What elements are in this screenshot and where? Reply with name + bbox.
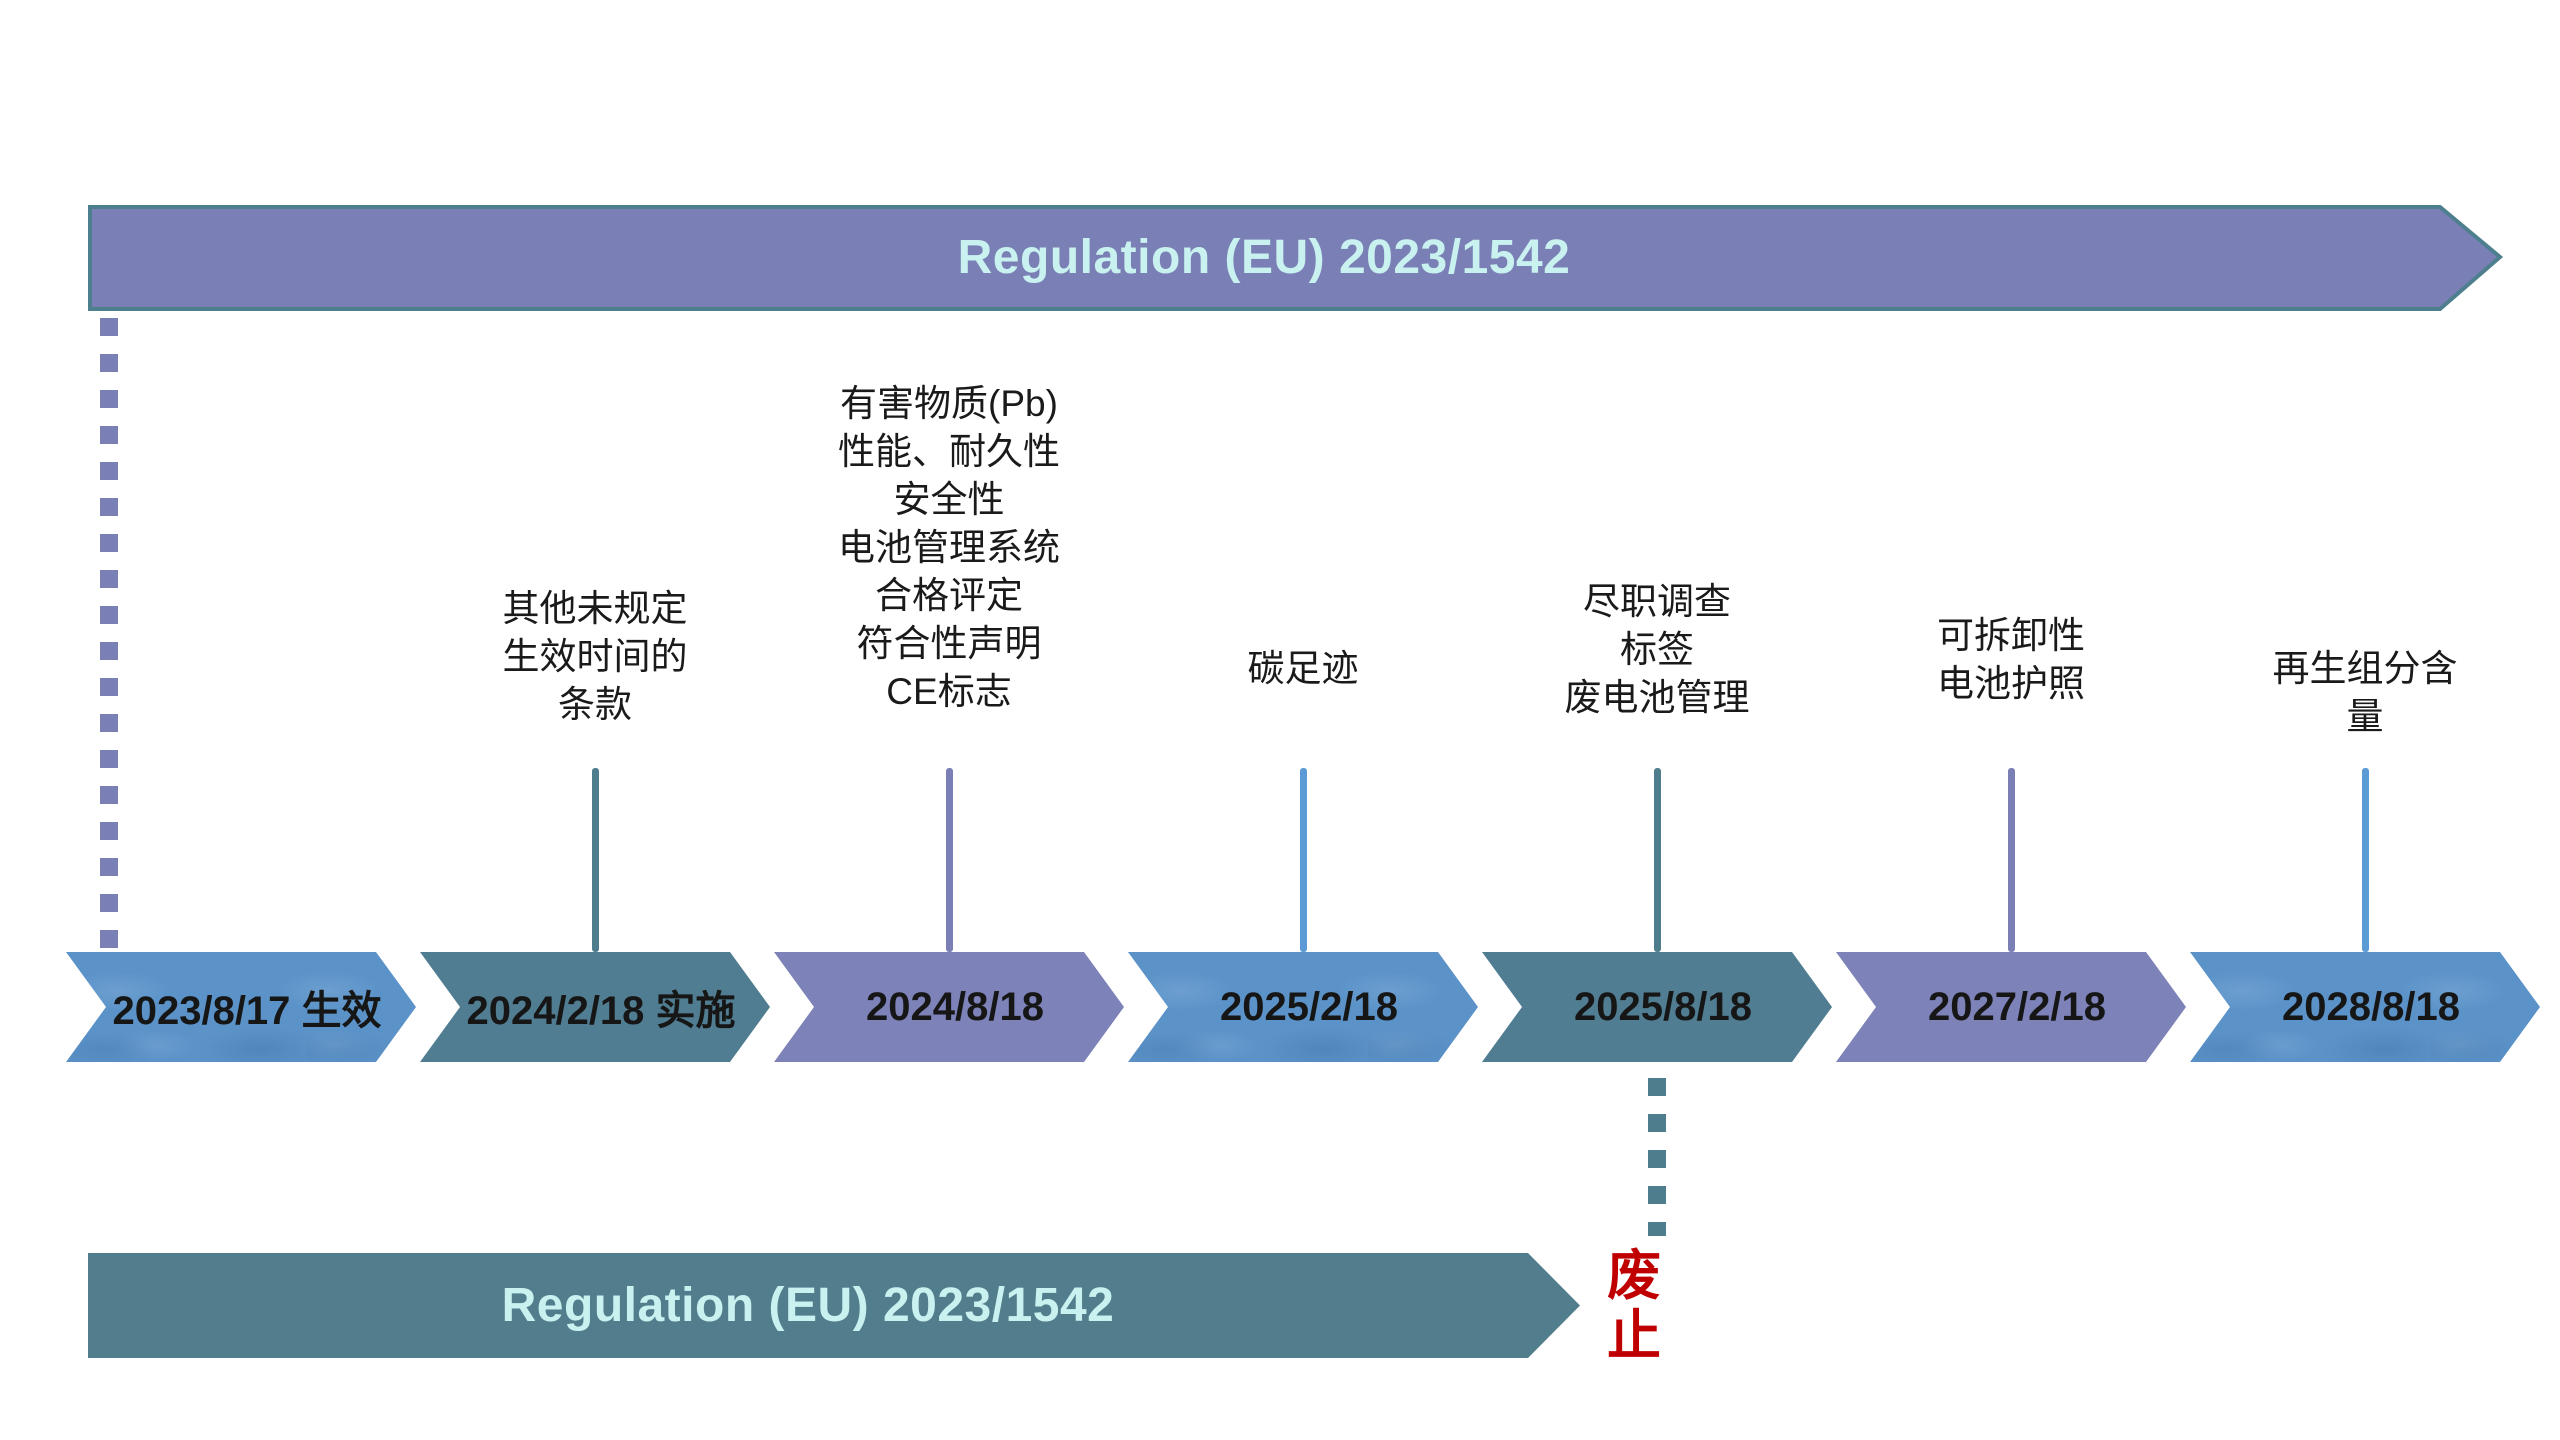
milestone-label: 碳足迹 (1247, 648, 1359, 689)
connector-line (1654, 768, 1661, 952)
milestone-date: 2028/8/18 (2282, 984, 2460, 1029)
bottom-banner-arrow-shape (88, 1253, 1580, 1358)
milestone-label: 可拆卸性 电池护照 (1937, 615, 2085, 704)
connector-line (1300, 768, 1307, 952)
dotted-line-effective-date (100, 318, 118, 950)
milestone-date: 2024/2/18 实施 (466, 989, 736, 1033)
repeal-label: 废 止 (1607, 1246, 1661, 1366)
connector-line (2362, 768, 2369, 952)
timeline-chevron: 2023/8/17 生效 (66, 952, 416, 1062)
connector-line (2008, 768, 2015, 952)
milestone-label: 再生组分含量 (2272, 648, 2458, 737)
milestone-date: 2027/2/18 (1928, 984, 2106, 1029)
milestone-label: 其他未规定 生效时间的 条款 (502, 588, 688, 725)
milestone-date: 2025/2/18 (1220, 984, 1398, 1029)
milestone-label: 有害物质(Pb) 性能、耐久性 安全性 电池管理系统 合格评定 符合性声明 CE… (838, 383, 1060, 712)
top-banner-arrow-shape (88, 205, 2504, 311)
connector-line (946, 768, 953, 952)
top-banner-title: Regulation (EU) 2023/1542 (957, 230, 1571, 284)
timeline-chevron: 2025/2/18 (1128, 952, 1478, 1062)
timeline-chevron: 2027/2/18 (1836, 952, 2186, 1062)
timeline-chevron: 2028/8/18 (2190, 952, 2540, 1062)
milestone-date: 2024/8/18 (866, 984, 1044, 1029)
milestone-date: 2025/8/18 (1574, 984, 1752, 1029)
timeline-chevron: 2025/8/18 (1482, 952, 1832, 1062)
bottom-banner-title: Regulation (EU) 2023/1542 (501, 1279, 1115, 1332)
connector-line (592, 768, 599, 952)
timeline-chevron: 2024/8/18 (774, 952, 1124, 1062)
milestone-date: 2023/8/17 生效 (112, 989, 382, 1033)
dotted-line-repeal (1648, 1078, 1666, 1236)
timeline-chevron: 2024/2/18 实施 (420, 952, 770, 1062)
milestone-label: 尽职调查 标签 废电池管理 (1564, 581, 1750, 718)
